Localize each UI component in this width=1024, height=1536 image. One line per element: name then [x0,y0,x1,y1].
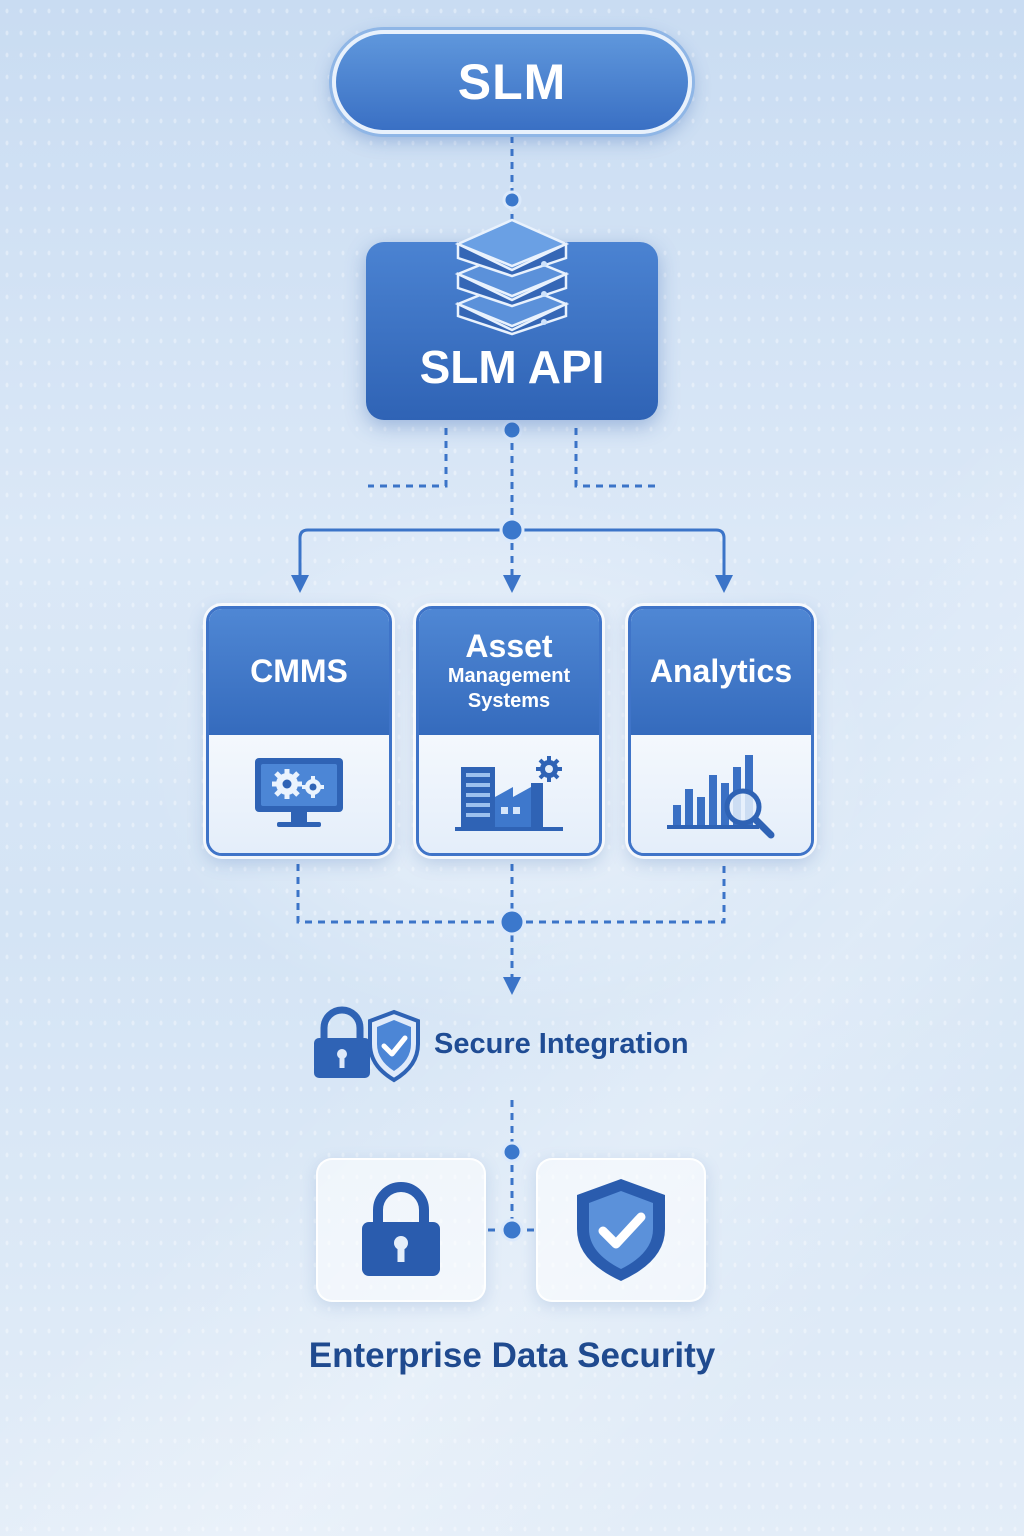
cmms-card-header: CMMS [209,609,389,735]
bar-chart-magnifier-icon [667,755,775,839]
factory-gear-icon [455,756,563,831]
padlock-icon [362,1182,440,1276]
slm-label: SLM [457,54,567,110]
shield-box [536,1158,706,1302]
enterprise-data-security-label: Enterprise Data Security [308,1336,716,1375]
padlock-shield-icon [314,1006,420,1083]
analytics-card: Analytics [628,606,814,856]
padlock-box [316,1158,486,1302]
server-stack-icon [454,218,570,336]
secure-integration: Secure Integration [310,1004,689,1084]
asset-management-card: Asset Management Systems [416,606,602,856]
slm-api-label: SLM API [419,341,605,393]
asset-subtitle-line2: Systems [467,689,551,712]
cmms-card-body [209,735,389,853]
slm-node: SLM [332,30,692,134]
cmms-card: CMMS [206,606,392,856]
analytics-card-body [631,735,811,853]
asset-card-body [419,735,599,853]
shield-check-icon [577,1179,665,1281]
analytics-card-header: Analytics [631,609,811,735]
asset-title: Asset [465,628,553,665]
asset-subtitle-line1: Management [447,664,571,687]
asset-card-header: Asset Management Systems [419,609,599,735]
secure-integration-label: Secure Integration [434,1027,689,1060]
monitor-gears-icon [255,758,343,827]
cmms-title: CMMS [250,653,348,690]
analytics-title: Analytics [649,653,793,690]
